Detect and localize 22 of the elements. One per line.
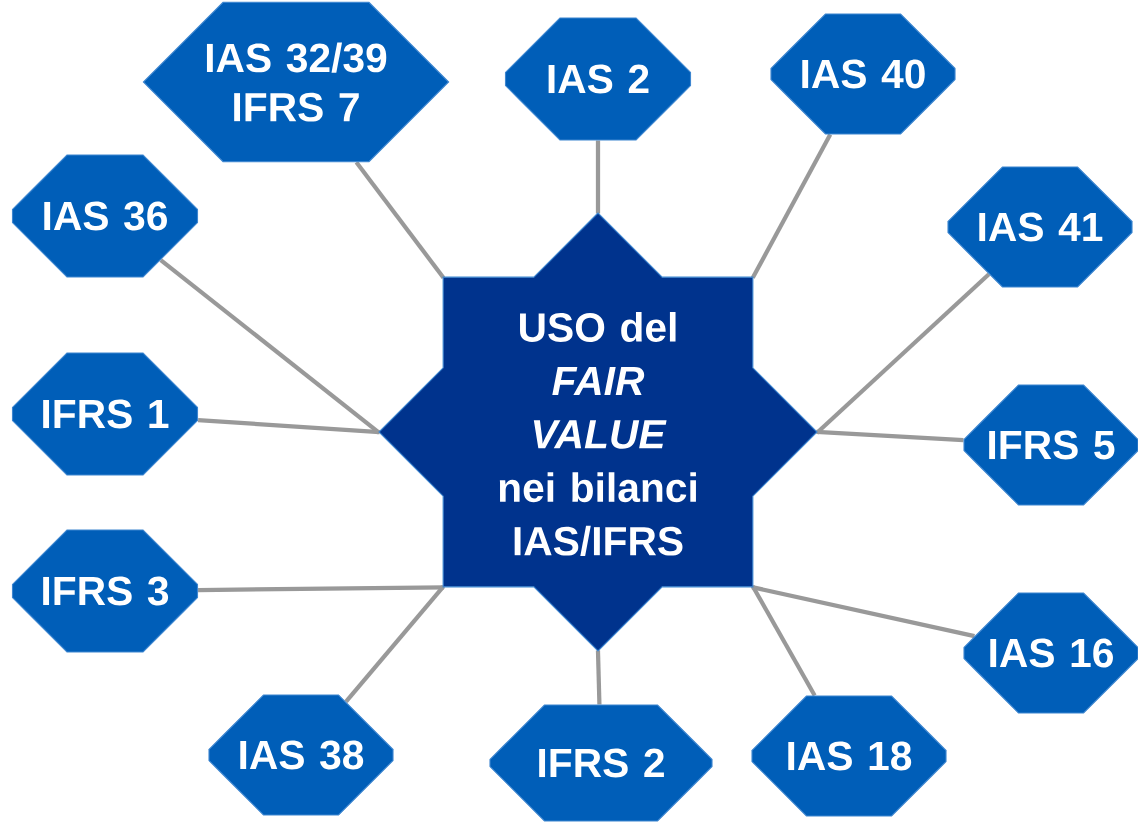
- octagon-box: IAS 41: [947, 166, 1133, 288]
- octagon-box: IAS 32/39 IFRS 7: [142, 1, 450, 163]
- octagon-box: IFRS 5: [963, 384, 1138, 506]
- octagon-box: IAS 2: [504, 17, 692, 141]
- octagon-box: IFRS 3: [11, 529, 199, 653]
- octagon-box: IAS 18: [751, 695, 947, 817]
- connector-line: [595, 140, 601, 214]
- connector-line: [197, 418, 380, 435]
- connector-line: [595, 650, 602, 705]
- connector-line: [198, 585, 444, 593]
- connector-line: [816, 429, 964, 443]
- connector-line: [750, 585, 817, 697]
- connector-line: [751, 585, 975, 639]
- octagon-box: IAS 16: [963, 592, 1138, 714]
- connector-line: [354, 160, 446, 279]
- octagon-box: IAS 38: [208, 694, 394, 816]
- connector-line: [344, 585, 446, 704]
- connector-line: [750, 133, 833, 279]
- octagon-box: IAS 40: [770, 13, 956, 135]
- octagon-box: IFRS 1: [11, 352, 199, 476]
- octagon-box: IFRS 2: [489, 704, 713, 822]
- octagon-box: IAS 36: [11, 154, 199, 278]
